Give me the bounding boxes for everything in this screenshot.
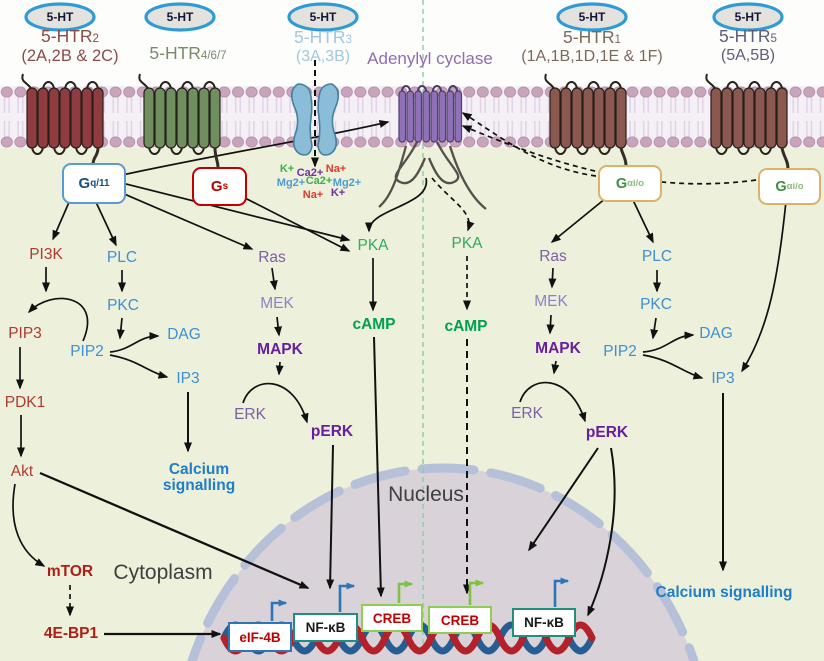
receptor-5htr1-subtypes: (1A,1B,1D,1E & 1F) bbox=[521, 48, 663, 65]
node-ip3-right: IP3 bbox=[711, 370, 735, 387]
adenylyl-cyclase-shape bbox=[378, 85, 487, 210]
node-dag-left: DAG bbox=[167, 326, 201, 343]
ligand-5ht-label: 5-HT bbox=[734, 10, 762, 24]
node-ip3-left: IP3 bbox=[176, 370, 200, 387]
node-perk-right: pERK bbox=[585, 424, 629, 441]
node-pip2-right: PIP2 bbox=[603, 343, 637, 360]
node-ras-left: Ras bbox=[258, 249, 286, 266]
nucleus-label: Nucleus bbox=[388, 483, 464, 506]
node-mtor: mTOR bbox=[46, 563, 94, 580]
pathway-arrows bbox=[12, 60, 787, 638]
node-pkc-right: PKC bbox=[640, 296, 672, 313]
receptor-5htr2-subtypes: (2A,2B & 2C) bbox=[21, 47, 119, 65]
node-plc-right: PLC bbox=[641, 248, 673, 265]
tf-nfkb-left: NF-κB bbox=[293, 613, 358, 642]
node-perk-left: pERK bbox=[310, 423, 354, 440]
extracellular-space bbox=[0, 0, 824, 86]
ion-mg: Mg2+ bbox=[276, 177, 306, 189]
node-mek-right: MEK bbox=[534, 293, 568, 310]
ion-ca: Ca2+ bbox=[305, 175, 333, 187]
ligand-5ht-label: 5-HT bbox=[46, 10, 74, 24]
ligand-5ht-label: 5-HT bbox=[578, 10, 606, 24]
node-mapk-left: MAPK bbox=[257, 341, 303, 358]
node-dag-right: DAG bbox=[699, 325, 733, 342]
node-erk-right: ERK bbox=[511, 405, 543, 422]
tf-creb-right: CREB bbox=[428, 606, 492, 634]
ligand-ellipses bbox=[24, 2, 784, 32]
adenylyl-cyclase-title: Adenylyl cyclase bbox=[367, 49, 493, 68]
node-pdk1: PDK1 bbox=[4, 394, 46, 411]
node-erk-left: ERK bbox=[234, 406, 266, 423]
node-pkc-left: PKC bbox=[107, 297, 139, 314]
receptor-5htr1-title: 5-HTR1 bbox=[563, 27, 621, 47]
node-pka-right: PKA bbox=[451, 235, 483, 252]
node-plc-left: PLC bbox=[106, 249, 138, 266]
promoter-arrows bbox=[270, 577, 570, 621]
node-pip3: PIP3 bbox=[8, 325, 42, 342]
receptor-5htr5-subtypes: (5A,5B) bbox=[720, 47, 776, 64]
node-pi3k: PI3K bbox=[29, 246, 63, 263]
node-pip2-left: PIP2 bbox=[70, 343, 104, 360]
receptor-5htr3-title: 5-HTR3 bbox=[294, 27, 352, 47]
receptor-5htr3-subtypes: (3A,3B) bbox=[295, 48, 351, 65]
cytoplasm-label: Cytoplasm bbox=[113, 561, 213, 584]
ligand-5ht-label: 5-HT bbox=[166, 10, 194, 24]
ion-channel-5htr3-shape bbox=[290, 83, 340, 156]
ion-mg: Mg2+ bbox=[332, 177, 362, 189]
ion-na: Na+ bbox=[302, 189, 324, 201]
ion-ca: Ca2+ bbox=[296, 167, 324, 179]
tf-eif4b: eIF-4B bbox=[228, 622, 292, 652]
node-ras-right: Ras bbox=[539, 248, 567, 265]
ion-k: K+ bbox=[330, 187, 346, 199]
node-camp-right: cAMP bbox=[444, 318, 488, 335]
calcium-signalling-right: Calcium signalling bbox=[655, 584, 793, 601]
node-camp-left: cAMP bbox=[352, 316, 396, 333]
tf-nfkb-right: NF-κB bbox=[512, 608, 576, 637]
ion-k: K+ bbox=[279, 163, 295, 175]
node-mek-left: MEK bbox=[260, 295, 294, 312]
receptor-5htr2-title: 5-HTR2 bbox=[41, 26, 99, 46]
ion-na: Na+ bbox=[325, 163, 347, 175]
node-4ebp1: 4E-BP1 bbox=[43, 625, 99, 642]
receptor-5htr5-title: 5-HTR5 bbox=[719, 26, 777, 46]
receptor-5htr467-title: 5-HTR4/6/7 bbox=[149, 43, 227, 63]
ligand-5ht-label: 5-HT bbox=[309, 10, 337, 24]
receptor-tails bbox=[91, 147, 790, 170]
node-mapk-right: MAPK bbox=[535, 340, 581, 357]
node-akt: Akt bbox=[10, 463, 34, 480]
tf-creb-left: CREB bbox=[361, 604, 423, 632]
node-pka-left: PKA bbox=[357, 237, 389, 254]
